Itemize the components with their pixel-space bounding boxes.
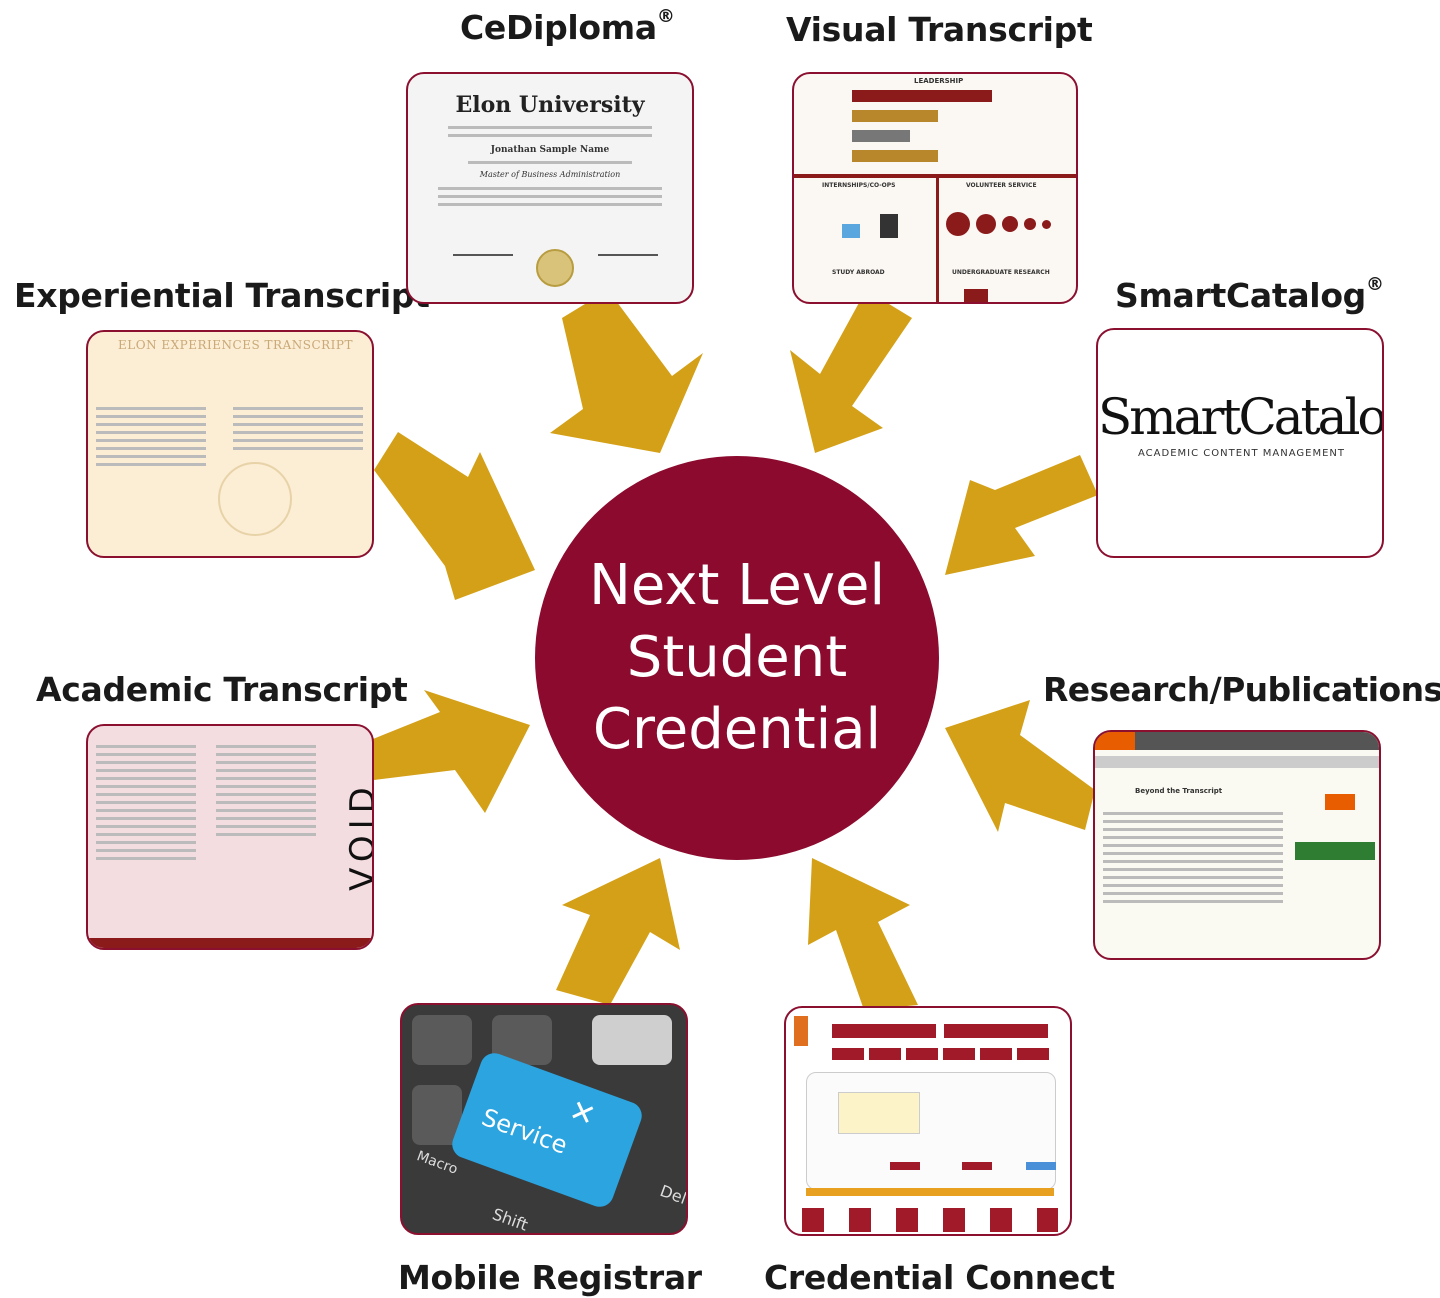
hub-line-1: Next Level bbox=[588, 553, 886, 618]
cc-timeline-bar bbox=[806, 1188, 1054, 1196]
volunteer-bubble-5 bbox=[1042, 220, 1051, 229]
label-smartcatalog: SmartCatalog® bbox=[1115, 274, 1384, 315]
arrow-from-mobile-registrar bbox=[556, 858, 680, 1005]
cediploma-thumbnail[interactable]: Elon University Jonathan Sample Name Mas… bbox=[406, 72, 694, 304]
key-shift-label: Shift bbox=[489, 1204, 531, 1235]
cc-node-2 bbox=[962, 1162, 992, 1170]
visual-divider bbox=[794, 174, 1076, 178]
tools-icon: ✕ bbox=[564, 1092, 601, 1135]
diploma-title: Elon University bbox=[455, 92, 645, 118]
arrow-from-cediploma bbox=[550, 290, 703, 453]
service-key: Service ✕ bbox=[448, 1049, 646, 1211]
arrow-from-academic-transcript bbox=[358, 690, 530, 813]
volunteer-bubble-2 bbox=[976, 214, 996, 234]
cc-bottom-icons bbox=[802, 1208, 1058, 1232]
academic-transcript-thumbnail[interactable]: VOID bbox=[86, 724, 374, 950]
diploma-name: Jonathan Sample Name bbox=[490, 145, 610, 155]
visual-divider-vertical bbox=[936, 174, 939, 302]
visual-heading-internships: INTERNSHIPS/CO-OPS bbox=[822, 182, 896, 189]
smartcatalog-thumbnail[interactable]: SmartCatalog ACADEMIC CONTENT MANAGEMENT bbox=[1096, 328, 1384, 558]
research-logo bbox=[1095, 732, 1135, 750]
internship-bar-1 bbox=[842, 224, 860, 238]
cc-node-3 bbox=[1026, 1162, 1056, 1170]
research-heading: Beyond the Transcript bbox=[1135, 787, 1223, 795]
label-cediploma-text: CeDiploma bbox=[460, 8, 657, 47]
label-academic-transcript: Academic Transcript bbox=[36, 670, 408, 709]
cc-logo bbox=[794, 1016, 808, 1046]
cc-node-1 bbox=[890, 1162, 920, 1170]
academic-footer-bar bbox=[88, 938, 372, 948]
leadership-bar-4 bbox=[852, 150, 938, 162]
research-nav-bar bbox=[1095, 756, 1379, 768]
volunteer-bubble-3 bbox=[1002, 216, 1018, 232]
cc-top-button-2 bbox=[944, 1024, 1048, 1038]
visual-transcript-thumbnail[interactable]: LEADERSHIP INTERNSHIPS/CO-OPS VOLUNTEER … bbox=[792, 72, 1078, 304]
hub-line-2: Student bbox=[626, 625, 848, 690]
cc-top-button-1 bbox=[832, 1024, 936, 1038]
label-experiential-transcript: Experiential Transcript bbox=[14, 276, 430, 315]
academic-void-text: VOID bbox=[342, 781, 374, 891]
smartcatalog-logo: SmartCatalog bbox=[1098, 388, 1384, 446]
experiential-title: ELON EXPERIENCES TRANSCRIPT bbox=[118, 338, 353, 352]
visual-heading-research: UNDERGRADUATE RESEARCH bbox=[952, 269, 1050, 276]
signature-right bbox=[598, 254, 658, 256]
arrow-from-visual-transcript bbox=[790, 290, 912, 453]
hub-line-3: Credential bbox=[592, 697, 882, 762]
label-smartcatalog-text: SmartCatalog bbox=[1115, 276, 1367, 315]
research-side-box bbox=[1295, 842, 1375, 860]
leadership-bar-2 bbox=[852, 110, 938, 122]
key-macro-label: Macro bbox=[414, 1148, 460, 1178]
registered-mark: ® bbox=[1366, 274, 1384, 295]
visual-heading-study-abroad: STUDY ABROAD bbox=[832, 269, 885, 276]
credential-connect-thumbnail[interactable] bbox=[784, 1006, 1072, 1236]
diploma-degree: Master of Business Administration bbox=[479, 170, 621, 179]
cc-note-box bbox=[838, 1092, 920, 1134]
label-research-publications: Research/Publications bbox=[1043, 670, 1440, 709]
experiential-transcript-thumbnail[interactable]: ELON EXPERIENCES TRANSCRIPT bbox=[86, 330, 374, 558]
center-credential-hub: Next Level Student Credential bbox=[535, 456, 939, 860]
visual-heading-volunteer: VOLUNTEER SERVICE bbox=[966, 182, 1037, 189]
leadership-bar-3 bbox=[852, 130, 910, 142]
research-publications-thumbnail[interactable]: Beyond the Transcript bbox=[1093, 730, 1381, 960]
label-credential-connect: Credential Connect bbox=[764, 1258, 1115, 1297]
arrow-from-research bbox=[945, 700, 1095, 832]
key-del-label: Del bbox=[657, 1181, 688, 1208]
label-visual-transcript: Visual Transcript bbox=[786, 10, 1093, 49]
label-cediploma: CeDiploma® bbox=[460, 6, 675, 47]
arrow-from-smartcatalog bbox=[945, 455, 1098, 575]
keyboard-key-1 bbox=[412, 1015, 472, 1065]
volunteer-bubble-4 bbox=[1024, 218, 1036, 230]
mobile-registrar-thumbnail[interactable]: Macro Service ✕ Shift Del bbox=[400, 1003, 688, 1235]
diploma-seal-icon bbox=[536, 249, 574, 287]
visual-heading-leadership: LEADERSHIP bbox=[914, 77, 964, 85]
research-bar bbox=[964, 289, 988, 302]
volunteer-bubble-1 bbox=[946, 212, 970, 236]
research-header-bar bbox=[1095, 732, 1379, 750]
arrow-from-credential-connect bbox=[808, 858, 918, 1010]
research-side-badge bbox=[1325, 794, 1355, 810]
keyboard-key-3 bbox=[592, 1015, 672, 1065]
cc-tab-row bbox=[832, 1048, 1050, 1060]
service-key-label: Service bbox=[478, 1103, 571, 1160]
label-mobile-registrar: Mobile Registrar bbox=[398, 1258, 702, 1297]
internship-bar-2 bbox=[880, 214, 898, 238]
experiential-seal-icon bbox=[218, 462, 292, 536]
registered-mark: ® bbox=[656, 6, 675, 27]
leadership-bar-1 bbox=[852, 90, 992, 102]
signature-left bbox=[453, 254, 513, 256]
arrow-from-experiential-transcript bbox=[374, 432, 535, 600]
smartcatalog-tagline: ACADEMIC CONTENT MANAGEMENT bbox=[1138, 448, 1345, 459]
